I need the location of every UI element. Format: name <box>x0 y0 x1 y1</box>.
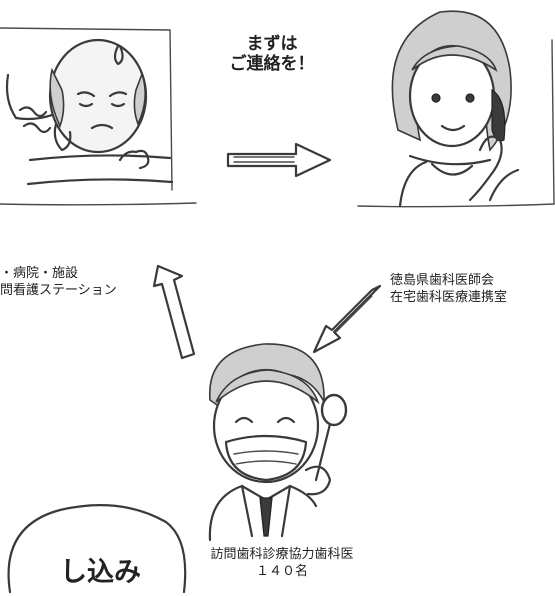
application-bubble-text: し込み <box>60 557 141 588</box>
dentist-illustration <box>190 330 360 542</box>
speech-bubble-outline <box>7 504 187 594</box>
association-line1: 徳島県歯科医師会 <box>390 273 495 288</box>
association-line2: 在宅歯科医療連携室 <box>390 290 508 305</box>
referrer-line1: ・病院・施設 <box>0 266 79 281</box>
callout-line2: ご連絡を！ <box>229 54 315 74</box>
dentists-line1: 訪問歯科診療協力歯科医 <box>210 547 354 562</box>
arrow-right-icon <box>226 142 332 178</box>
referrer-label: ・病院・施設 問看護ステーション <box>0 265 117 299</box>
referrer-line2: 問看護ステーション <box>0 283 117 298</box>
staff-illustration <box>340 0 555 220</box>
contact-callout: まずは ご連絡を！ <box>212 34 332 74</box>
callout-line1: まずは <box>246 34 298 54</box>
dentists-line2: １４０名 <box>255 564 308 579</box>
dental-association-label: 徳島県歯科医師会 在宅歯科医療連携室 <box>390 272 507 306</box>
dentists-label: 訪問歯科診療協力歯科医 １４０名 <box>192 546 372 580</box>
arrow-up-icon <box>152 264 196 360</box>
patient-illustration <box>0 0 200 215</box>
arrow-down-left-icon <box>312 284 382 354</box>
